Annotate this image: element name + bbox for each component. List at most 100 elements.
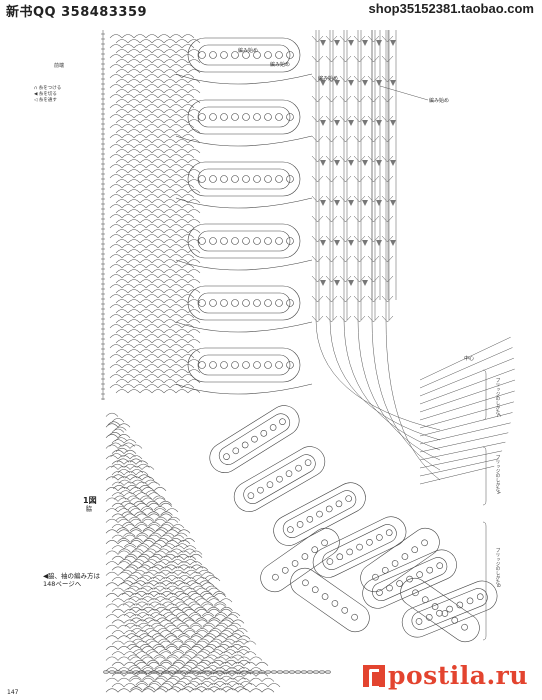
column-stitch (325, 155, 338, 163)
mesh-arc (163, 359, 177, 364)
mesh-arc (187, 49, 201, 54)
mesh-arc (187, 219, 201, 224)
mesh-arc (127, 349, 141, 354)
mesh-arc (125, 564, 139, 569)
mesh-arc (153, 550, 167, 555)
mesh-arc (117, 688, 131, 693)
mesh-arc (129, 444, 143, 449)
braid-picot (275, 361, 283, 369)
mesh-arc (169, 204, 183, 209)
mesh-arc (187, 139, 201, 144)
mesh-arc (243, 672, 257, 677)
mesh-arc (157, 334, 171, 339)
braid-loop (187, 285, 301, 321)
mesh-arc (105, 434, 119, 438)
mesh-arc (145, 234, 159, 239)
mesh-arc (133, 194, 147, 199)
mesh-arc (145, 314, 159, 319)
mesh-arc (109, 204, 123, 209)
braid-loop (290, 567, 370, 633)
mesh-arc (115, 79, 129, 84)
mesh-arc (201, 614, 215, 619)
mesh-arc (133, 144, 147, 149)
mesh-arc (129, 487, 143, 491)
column-stitch (339, 115, 352, 123)
mesh-arc (160, 580, 173, 585)
mesh-arc (135, 524, 149, 529)
column-stitch (353, 175, 366, 183)
braid-picot (281, 567, 289, 574)
mesh-arc (187, 129, 201, 134)
mesh-arc (157, 54, 171, 59)
mesh-arc (175, 229, 189, 234)
label-motif-c: ブリッジのしかたC (495, 378, 500, 418)
mesh-arc (133, 74, 147, 79)
mesh-arc (157, 204, 171, 209)
mesh-arc (121, 54, 135, 59)
mesh-arc (157, 134, 171, 139)
braid-segment (233, 446, 326, 512)
mesh-arc (181, 314, 195, 319)
mesh-arc (145, 84, 159, 89)
mesh-arc (133, 254, 147, 259)
mesh-arc (151, 309, 165, 314)
mesh-arc (161, 601, 175, 606)
mesh-arc (133, 84, 147, 89)
mesh-arc (127, 59, 141, 64)
mesh-arc (177, 593, 191, 597)
mesh-arc (187, 379, 201, 384)
column-stitch (339, 275, 352, 283)
mesh-arc (133, 304, 147, 309)
mesh-arc (177, 614, 191, 619)
mesh-arc (121, 314, 135, 319)
mesh-arc (147, 577, 161, 582)
mesh-arc (139, 109, 153, 114)
mesh-arc (140, 506, 154, 511)
braid-loop (360, 527, 440, 593)
mesh-arc (121, 44, 135, 49)
mesh-arc (141, 540, 155, 544)
mesh-arc (187, 159, 201, 164)
fan-line (419, 441, 506, 461)
mesh-arc (121, 34, 135, 39)
braid-segment (312, 516, 407, 578)
mesh-arc (151, 564, 165, 569)
mesh-arc (165, 561, 179, 566)
mesh-arc (167, 516, 181, 521)
mesh-arc (169, 334, 183, 339)
mesh-arc (195, 672, 209, 677)
shaded-stitch (334, 40, 340, 46)
mesh-arc (181, 94, 195, 99)
mesh-arc (249, 656, 263, 661)
mesh-arc (201, 603, 215, 608)
mesh-arc (151, 149, 165, 154)
mesh-arc (135, 672, 149, 677)
mesh-arc (175, 359, 189, 364)
mesh-arc (175, 543, 189, 548)
column-stitch (381, 215, 394, 223)
mesh-arc (145, 134, 159, 139)
mesh-arc (187, 359, 201, 364)
mesh-arc (153, 593, 167, 597)
braid-picot (260, 430, 268, 437)
shaded-stitch (348, 280, 354, 286)
mesh-arc (121, 374, 135, 379)
mesh-arc (231, 630, 245, 635)
mesh-arc (163, 49, 177, 54)
mesh-arc (172, 659, 186, 664)
braid-picot (253, 51, 261, 59)
shaded-stitch (362, 200, 368, 206)
mesh-arc (169, 54, 183, 59)
mesh-arc (175, 309, 189, 314)
mesh-arc (133, 374, 147, 379)
mesh-arc (159, 513, 173, 518)
mesh-arc (221, 617, 234, 622)
mesh-arc (117, 656, 131, 661)
mesh-arc (141, 603, 155, 608)
column-stitch (353, 35, 366, 43)
mesh-arc (127, 249, 141, 254)
mesh-arc (169, 74, 183, 79)
mesh-arc (156, 686, 169, 691)
mesh-arc (141, 624, 155, 629)
mesh-arc (163, 159, 177, 164)
